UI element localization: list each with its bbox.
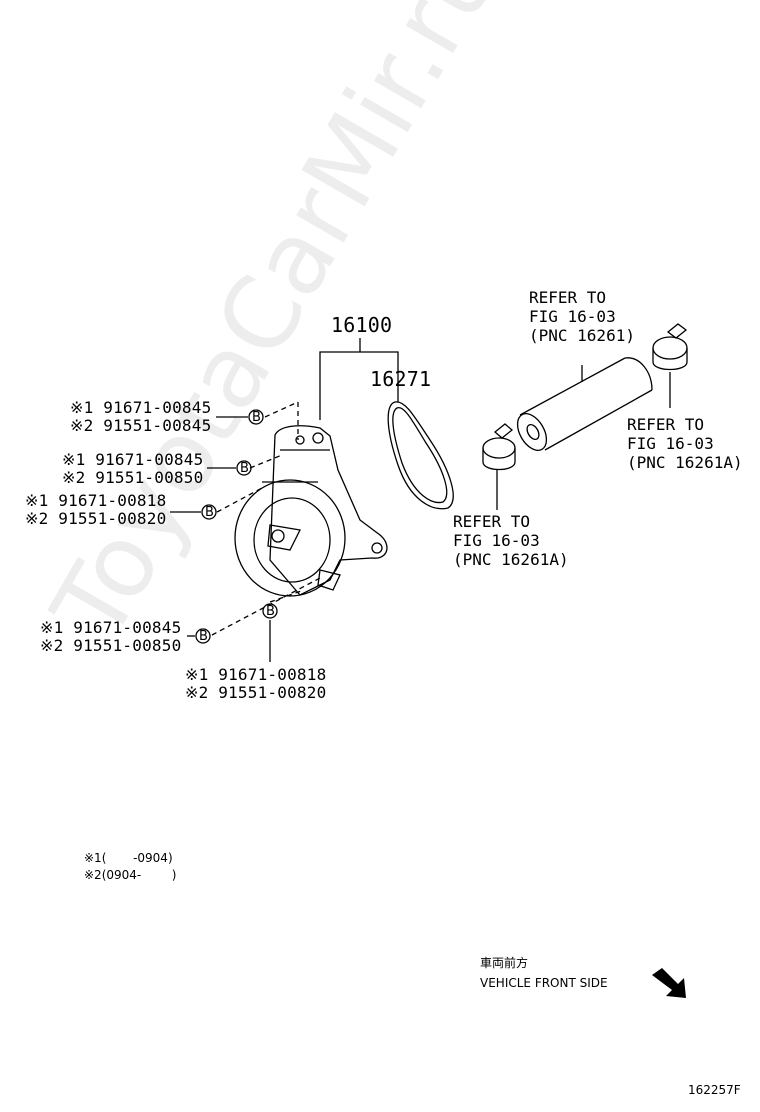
part-number-d2: ※2 91551-00850 [40, 636, 182, 655]
figure-id: 162257F [688, 1083, 741, 1097]
part-number-e1: ※1 91671-00818 [185, 665, 327, 684]
part-number-a2: ※2 91551-00845 [70, 416, 212, 435]
note-2: ※2(0904- ) [84, 868, 177, 882]
refer-top-line-1: REFER TO [529, 288, 607, 307]
pnc-leader-lines [319, 338, 399, 420]
refer-top-line-3: (PNC 16261) [529, 326, 635, 345]
part-number-a1: ※1 91671-00845 [70, 398, 212, 417]
vehicle-front-en: VEHICLE FRONT SIDE [480, 976, 608, 990]
part-number-c2: ※2 91551-00820 [25, 509, 167, 528]
bolt-marker-a: B [252, 410, 262, 425]
front-arrow-icon [652, 968, 686, 998]
gasket-drawing [387, 401, 454, 510]
refer-top-line-2: FIG 16-03 [529, 307, 616, 326]
refer-middle-line-2: FIG 16-03 [453, 531, 540, 550]
bolt-leader-lines [170, 416, 271, 662]
bolt-marker-c: B [205, 505, 215, 520]
part-number-e2: ※2 91551-00820 [185, 683, 327, 702]
refer-callout-top: REFER TO FIG 16-03 (PNC 16261) [529, 288, 635, 345]
water-pump-drawing [234, 425, 388, 597]
refer-middle-line-3: (PNC 16261A) [453, 550, 569, 569]
refer-right-line-1: REFER TO [627, 415, 705, 434]
refer-right-line-2: FIG 16-03 [627, 434, 714, 453]
bolt-dashed-lines [211, 401, 321, 636]
pnc-water-pump: 16100 [331, 313, 393, 337]
pnc-gasket: 16271 [370, 367, 432, 391]
bolt-marker-d: B [199, 629, 209, 644]
bolt-marker-e: B [266, 604, 276, 619]
bolt-marker-b: B [240, 461, 250, 476]
refer-callout-right: REFER TO FIG 16-03 (PNC 16261A) [627, 415, 743, 472]
part-number-b1: ※1 91671-00845 [62, 450, 204, 469]
refer-right-line-3: (PNC 16261A) [627, 453, 743, 472]
part-number-c1: ※1 91671-00818 [25, 491, 167, 510]
hose-clamp-middle [482, 423, 516, 510]
pipe-drawing [516, 357, 653, 451]
vehicle-front-jp: 車両前方 [480, 956, 529, 970]
part-number-d1: ※1 91671-00845 [40, 618, 182, 637]
refer-middle-line-1: REFER TO [453, 512, 531, 531]
note-1: ※1( -0904) [84, 851, 173, 865]
part-number-b2: ※2 91551-00850 [62, 468, 204, 487]
hose-clamp-right [652, 323, 688, 408]
refer-callout-middle: REFER TO FIG 16-03 (PNC 16261A) [453, 512, 569, 569]
bolt-markers [195, 409, 278, 644]
